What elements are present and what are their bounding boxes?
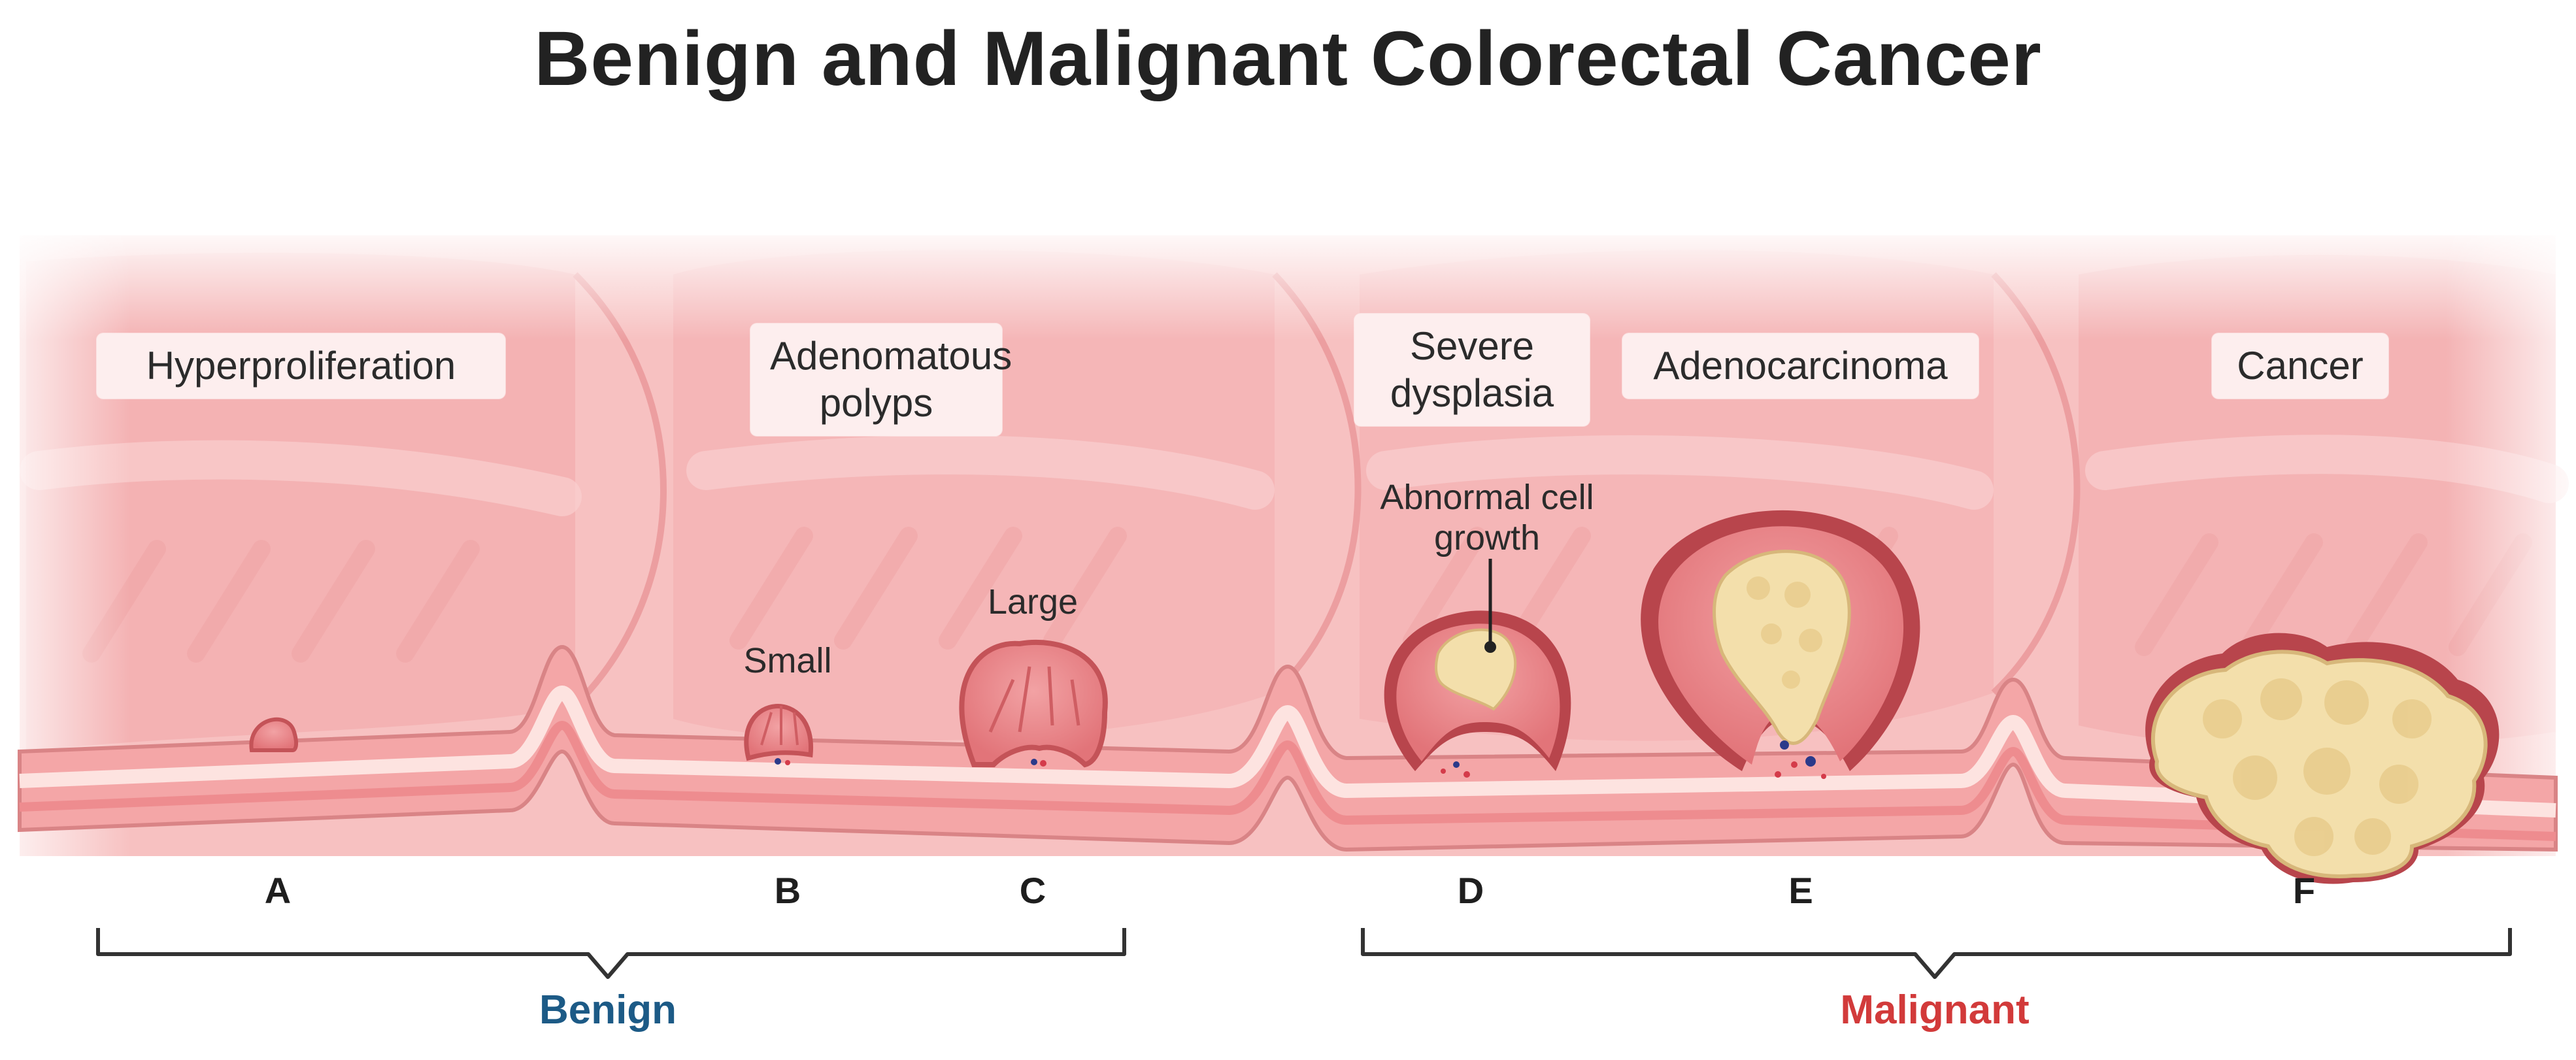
stage-label-hyperproliferation: Hyperproliferation xyxy=(97,333,505,399)
stage-letter-b: B xyxy=(774,870,801,911)
stage-letter-c: C xyxy=(1019,870,1046,911)
stage-letter-a: A xyxy=(264,870,292,911)
polyp-e-adenocarcinoma xyxy=(1641,510,1920,779)
colon-wall-layers xyxy=(18,644,2558,852)
group-label-benign: Benign xyxy=(539,987,677,1033)
benign-bracket xyxy=(96,928,1126,979)
stage-label-severe-dysplasia: Severe dysplasia xyxy=(1354,314,1590,426)
polyp-b-small xyxy=(744,704,813,765)
stage-label-adenocarcinoma: Adenocarcinoma xyxy=(1622,333,1979,399)
malignant-bracket xyxy=(1361,928,2512,979)
group-label-malignant: Malignant xyxy=(1840,987,2030,1033)
polyp-d-dysplasia xyxy=(1384,559,1571,778)
page-title: Benign and Malignant Colorectal Cancer xyxy=(534,16,2042,102)
annotation-large: Large xyxy=(987,582,1079,621)
stage-letter-e: E xyxy=(1788,870,1813,911)
tumor-f-cancer xyxy=(2145,633,2500,884)
polyp-c-large xyxy=(959,639,1108,768)
polyp-a-hyperproliferation xyxy=(249,717,299,752)
stage-label-adenomatous-polyps: Adenomatous polyps xyxy=(750,323,1012,436)
stage-letter-f: F xyxy=(2292,870,2316,911)
annotation-abnormal-cell-growth: Abnormal cell growth xyxy=(1380,478,1594,557)
stage-label-cancer: Cancer xyxy=(2212,333,2388,399)
annotation-small: Small xyxy=(743,641,832,680)
stage-letter-d: D xyxy=(1457,870,1484,911)
